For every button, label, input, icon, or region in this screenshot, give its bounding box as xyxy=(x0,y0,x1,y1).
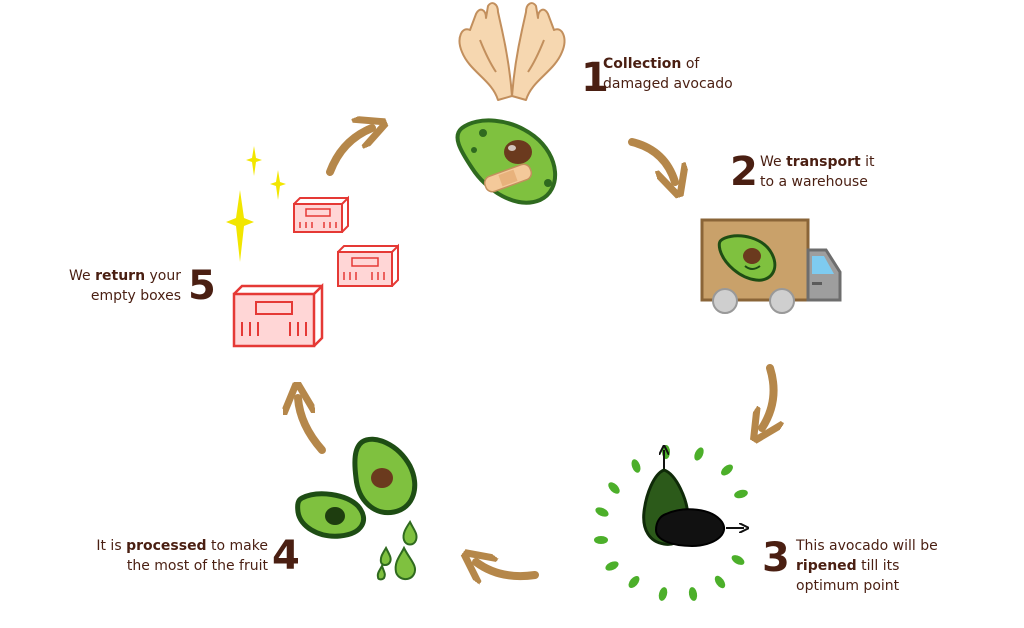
arrow-4-to-5 xyxy=(298,398,326,454)
text-run: It is xyxy=(96,538,127,554)
text-run: of xyxy=(681,56,700,72)
text-run: Collection xyxy=(603,56,682,72)
step-3-line: This avocado will be xyxy=(796,536,938,556)
text-run: to make xyxy=(206,538,268,554)
truck-icon xyxy=(700,218,842,314)
text-run: till its xyxy=(856,558,900,574)
text-run: optimum point xyxy=(796,578,900,594)
text-run: We xyxy=(760,154,787,170)
text-run: to a warehouse xyxy=(760,174,868,190)
step-2-line: We transport it xyxy=(760,152,875,172)
empty-boxes-icon xyxy=(232,195,399,348)
arrow-5-to-1 xyxy=(326,128,372,176)
step-5-text: We return your empty boxes xyxy=(69,266,181,306)
step-3-line: optimum point xyxy=(796,576,938,596)
text-run: ripened xyxy=(796,558,857,574)
text-run: it xyxy=(860,154,875,170)
text-run: processed xyxy=(126,538,207,554)
step-2-number: 2 xyxy=(730,149,758,195)
step-4-line: the most of the fruit xyxy=(96,556,268,576)
step-1-number: 1 xyxy=(581,55,609,101)
step-3-line: ripened till its xyxy=(796,556,938,576)
text-run: This avocado will be xyxy=(796,538,938,554)
text-run: the most of the fruit xyxy=(126,558,268,574)
step-4-number: 4 xyxy=(272,533,300,579)
box-large xyxy=(232,282,324,348)
step-3-number: 3 xyxy=(762,535,790,581)
cycle-arrows xyxy=(298,128,774,576)
text-run: damaged avocado xyxy=(603,76,733,92)
step-5-number: 5 xyxy=(188,263,216,309)
sparkle-icon xyxy=(226,146,286,262)
text-run: your xyxy=(145,268,182,284)
arrow-1-to-2 xyxy=(628,138,675,182)
box-medium xyxy=(337,243,399,287)
step-2-line: to a warehouse xyxy=(760,172,875,192)
ripening-avocado-icon xyxy=(594,445,749,601)
step-1-line: damaged avocado xyxy=(603,74,733,94)
text-run: empty boxes xyxy=(90,288,181,304)
step-5-line: We return your xyxy=(69,266,181,286)
step-1-text: Collection of damaged avocado xyxy=(603,54,733,94)
arrow-3-to-4 xyxy=(476,562,539,576)
step-2-text: We transport it to a warehouse xyxy=(760,152,875,192)
processed-avocado-icon xyxy=(295,436,418,581)
arrow-2-to-3 xyxy=(762,364,774,428)
open-hands-icon xyxy=(458,2,566,101)
step-1-line: Collection of xyxy=(603,54,733,74)
step-5-line: empty boxes xyxy=(69,286,181,306)
text-run: transport xyxy=(786,154,861,170)
step-4-line: It is processed to make xyxy=(96,536,268,556)
step-3-text: This avocado will be ripened till its opti… xyxy=(796,536,938,596)
step-4-text: It is processed to make the most of the f… xyxy=(96,536,268,576)
damaged-avocado-icon xyxy=(455,118,557,205)
box-small xyxy=(293,195,349,233)
text-run: return xyxy=(95,268,146,284)
text-run: We xyxy=(69,268,96,284)
